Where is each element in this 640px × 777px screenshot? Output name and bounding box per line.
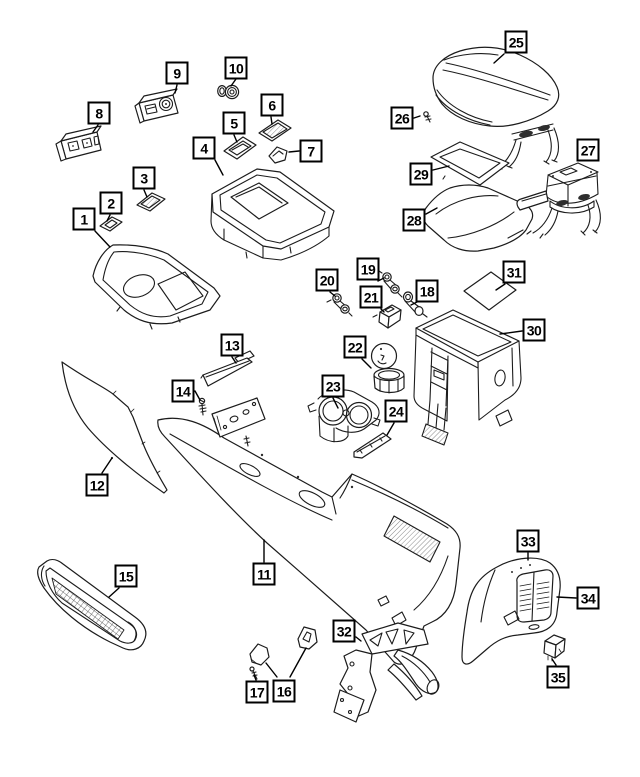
callout-10[interactable]: 10 bbox=[224, 56, 248, 80]
callout-34[interactable]: 34 bbox=[576, 586, 600, 610]
callout-25[interactable]: 25 bbox=[504, 30, 528, 54]
callout-29-leader-line bbox=[432, 165, 450, 171]
clips-19-drawing bbox=[378, 270, 403, 298]
rear-panel-drawing bbox=[461, 557, 561, 665]
callout-26[interactable]: 26 bbox=[390, 106, 414, 130]
callout-29[interactable]: 29 bbox=[409, 162, 433, 186]
switch-pod-drawing bbox=[55, 125, 102, 162]
rear-bracket-drawing bbox=[333, 622, 440, 723]
callout-28[interactable]: 28 bbox=[402, 208, 426, 232]
leader-lines bbox=[92, 53, 577, 681]
screw-26-drawing bbox=[423, 111, 432, 123]
callout-30[interactable]: 30 bbox=[522, 318, 546, 342]
callout-3[interactable]: 3 bbox=[132, 166, 156, 190]
callout-22-leader-line bbox=[361, 358, 372, 369]
latch-21-drawing bbox=[372, 304, 402, 329]
callout-18[interactable]: 18 bbox=[415, 279, 439, 303]
callout-7[interactable]: 7 bbox=[299, 139, 323, 163]
callout-7-leader-line bbox=[288, 150, 300, 153]
callout-35-leader-line bbox=[551, 658, 557, 666]
callout-21[interactable]: 21 bbox=[359, 285, 383, 309]
callout-17-leader-line bbox=[253, 674, 257, 681]
callout-10-leader-line bbox=[230, 78, 237, 87]
callout-6[interactable]: 6 bbox=[260, 93, 284, 117]
callout-9-leader-line bbox=[174, 84, 178, 94]
trim-insert-3-drawing bbox=[136, 192, 166, 212]
callout-8-leader-line bbox=[92, 124, 99, 133]
callout-15[interactable]: 15 bbox=[114, 564, 138, 588]
callout-23-leader-line bbox=[332, 397, 339, 409]
callout-3-leader-line bbox=[143, 189, 148, 198]
callout-15-leader-line bbox=[108, 587, 120, 598]
cover-7-drawing bbox=[268, 146, 288, 164]
lid-seal-frame-drawing bbox=[430, 141, 510, 186]
armrest-lid-drawing bbox=[432, 46, 560, 170]
callout-11[interactable]: 11 bbox=[252, 562, 276, 586]
covers-16-drawing bbox=[249, 626, 318, 666]
callout-14[interactable]: 14 bbox=[171, 379, 195, 403]
callout-28-leader-line bbox=[425, 207, 438, 215]
callout-20-leader-line bbox=[329, 291, 336, 297]
callout-19[interactable]: 19 bbox=[356, 257, 380, 281]
callout-17[interactable]: 17 bbox=[245, 680, 269, 704]
callout-8[interactable]: 8 bbox=[87, 101, 111, 125]
callout-5-leader-line bbox=[233, 134, 238, 143]
cupholder-drawing bbox=[307, 389, 381, 443]
callout-35[interactable]: 35 bbox=[546, 665, 570, 689]
callout-13[interactable]: 13 bbox=[220, 333, 244, 357]
trim-strip-13-drawing bbox=[200, 350, 255, 387]
callout-21-leader-line bbox=[380, 308, 385, 313]
callout-12-leader-line bbox=[101, 457, 113, 474]
callout-31[interactable]: 31 bbox=[502, 260, 526, 284]
switch-knob-pod-drawing bbox=[134, 88, 179, 124]
console-top-bezel-drawing bbox=[92, 244, 221, 330]
callout-24[interactable]: 24 bbox=[384, 399, 408, 423]
callout-34-leader-line bbox=[556, 596, 577, 599]
callout-30-leader-line bbox=[499, 330, 523, 335]
console-upper-housing-drawing bbox=[210, 168, 335, 261]
socket-18-drawing bbox=[402, 291, 428, 318]
ashtray-cup-drawing bbox=[370, 342, 405, 394]
callout-22[interactable]: 22 bbox=[343, 335, 367, 359]
callout-16[interactable]: 16 bbox=[272, 679, 296, 703]
callout-2[interactable]: 2 bbox=[99, 191, 123, 215]
callout-26-leader-line bbox=[413, 115, 421, 119]
callout-13-leader-line bbox=[231, 356, 237, 364]
callout-19-leader-line bbox=[377, 277, 385, 282]
armrest-pad-drawing bbox=[422, 184, 534, 252]
callout-31-leader-line bbox=[495, 283, 506, 291]
callout-4-leader-line bbox=[214, 159, 224, 176]
mesh-mat-drawing bbox=[37, 558, 147, 651]
callout-24-leader-line bbox=[386, 422, 395, 436]
callout-16-leader-line bbox=[289, 647, 307, 678]
callout-1[interactable]: 1 bbox=[72, 207, 96, 231]
callout-32-leader-line bbox=[355, 636, 362, 642]
rear-bin-assembly-drawing bbox=[413, 309, 522, 446]
callout-4[interactable]: 4 bbox=[192, 136, 216, 160]
callout-9[interactable]: 9 bbox=[165, 61, 189, 85]
callout-32[interactable]: 32 bbox=[332, 619, 356, 643]
cigar-lighter-drawing bbox=[217, 84, 240, 100]
callout-20[interactable]: 20 bbox=[315, 268, 339, 292]
callout-33[interactable]: 33 bbox=[516, 529, 540, 553]
callout-23[interactable]: 23 bbox=[321, 374, 345, 398]
callout-2-leader-line bbox=[106, 214, 111, 222]
callout-27[interactable]: 27 bbox=[576, 138, 600, 162]
callout-1-leader-line bbox=[94, 230, 111, 248]
callout-6-leader-line bbox=[270, 116, 273, 125]
side-panel-drawing bbox=[61, 361, 168, 494]
callout-25-leader-line bbox=[493, 53, 505, 64]
hinge-assembly-drawing bbox=[516, 162, 601, 239]
callout-14-leader-line bbox=[194, 390, 201, 401]
trim-strip-24-drawing bbox=[353, 432, 392, 459]
screw-14-drawing bbox=[198, 397, 207, 416]
console-main-body-drawing bbox=[157, 397, 461, 665]
callout-5[interactable]: 5 bbox=[222, 111, 246, 135]
switch-35-drawing bbox=[543, 634, 566, 662]
callout-12[interactable]: 12 bbox=[85, 473, 109, 497]
callout-16-leader-line bbox=[265, 662, 278, 678]
callout-18-leader-line bbox=[410, 301, 418, 306]
